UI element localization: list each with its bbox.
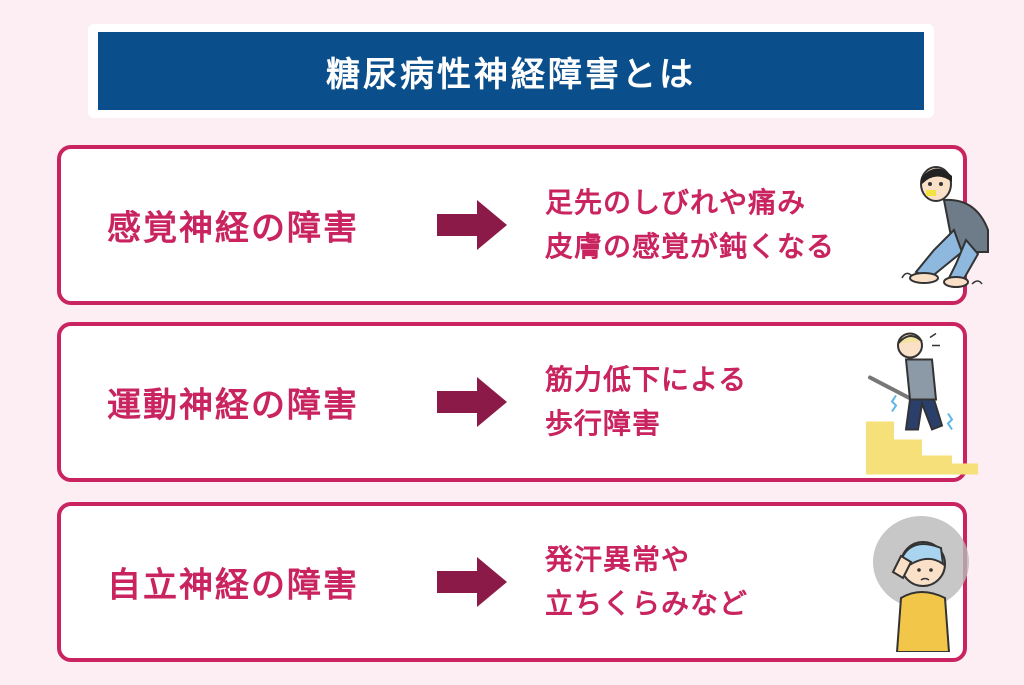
- card-desc-line: 歩行障害: [545, 407, 662, 440]
- title-banner: 糖尿病性神経障害とは: [88, 24, 934, 118]
- numb-feet-person-icon: [901, 166, 989, 288]
- card-description: 足先のしびれや痛み 皮膚の感覚が鈍くなる: [545, 181, 835, 269]
- card-label: 感覚神経の障害: [107, 208, 359, 249]
- card-label: 運動神経の障害: [107, 385, 359, 426]
- card-autonomic-nerve: 自立神経の障害 発汗異常や 立ちくらみなど: [57, 502, 969, 662]
- card-desc-line: 皮膚の感覚が鈍くなる: [545, 230, 836, 263]
- card-label: 自立神経の障害: [107, 565, 359, 606]
- card-description: 発汗異常や 立ちくらみなど: [545, 538, 748, 626]
- card-desc-line: 筋力低下による: [545, 363, 748, 396]
- card-description: 筋力低下による 歩行障害: [545, 358, 747, 446]
- card-desc-line: 立ちくらみなど: [545, 587, 749, 620]
- card-motor-nerve: 運動神経の障害 筋力低下による 歩行障害: [57, 322, 978, 482]
- right-arrow-icon: [437, 377, 507, 427]
- stairs-climbing-person-icon: [866, 332, 978, 475]
- page-title: 糖尿病性神経障害とは: [326, 54, 696, 95]
- title-bar: 糖尿病性神経障害とは: [98, 32, 924, 110]
- card-sensory-nerve: 感覚神経の障害 足先のしびれや痛み 皮膚の感覚が鈍くなる: [57, 145, 989, 305]
- right-arrow-icon: [437, 557, 507, 607]
- card-desc-line: 足先のしびれや痛み: [545, 186, 807, 219]
- right-arrow-icon: [437, 200, 507, 250]
- card-desc-line: 発汗異常や: [545, 543, 691, 576]
- dizzy-person-icon: [873, 516, 969, 652]
